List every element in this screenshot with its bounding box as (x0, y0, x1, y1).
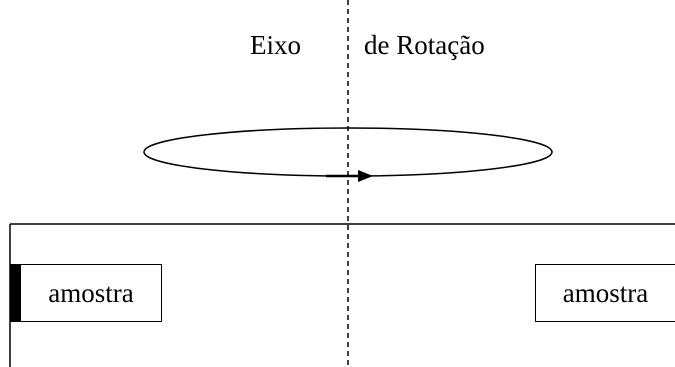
axis-label-eixo: Eixo (250, 30, 301, 60)
sample-box-left: amostra (20, 264, 162, 322)
rotation-arrow-head (358, 170, 373, 182)
axis-label-rotacao: de Rotação (364, 30, 485, 60)
sample-holder-left (10, 264, 20, 322)
sample-box-right: amostra (535, 264, 675, 322)
sample-label-left: amostra (48, 277, 134, 308)
sample-label-right: amostra (562, 277, 649, 308)
